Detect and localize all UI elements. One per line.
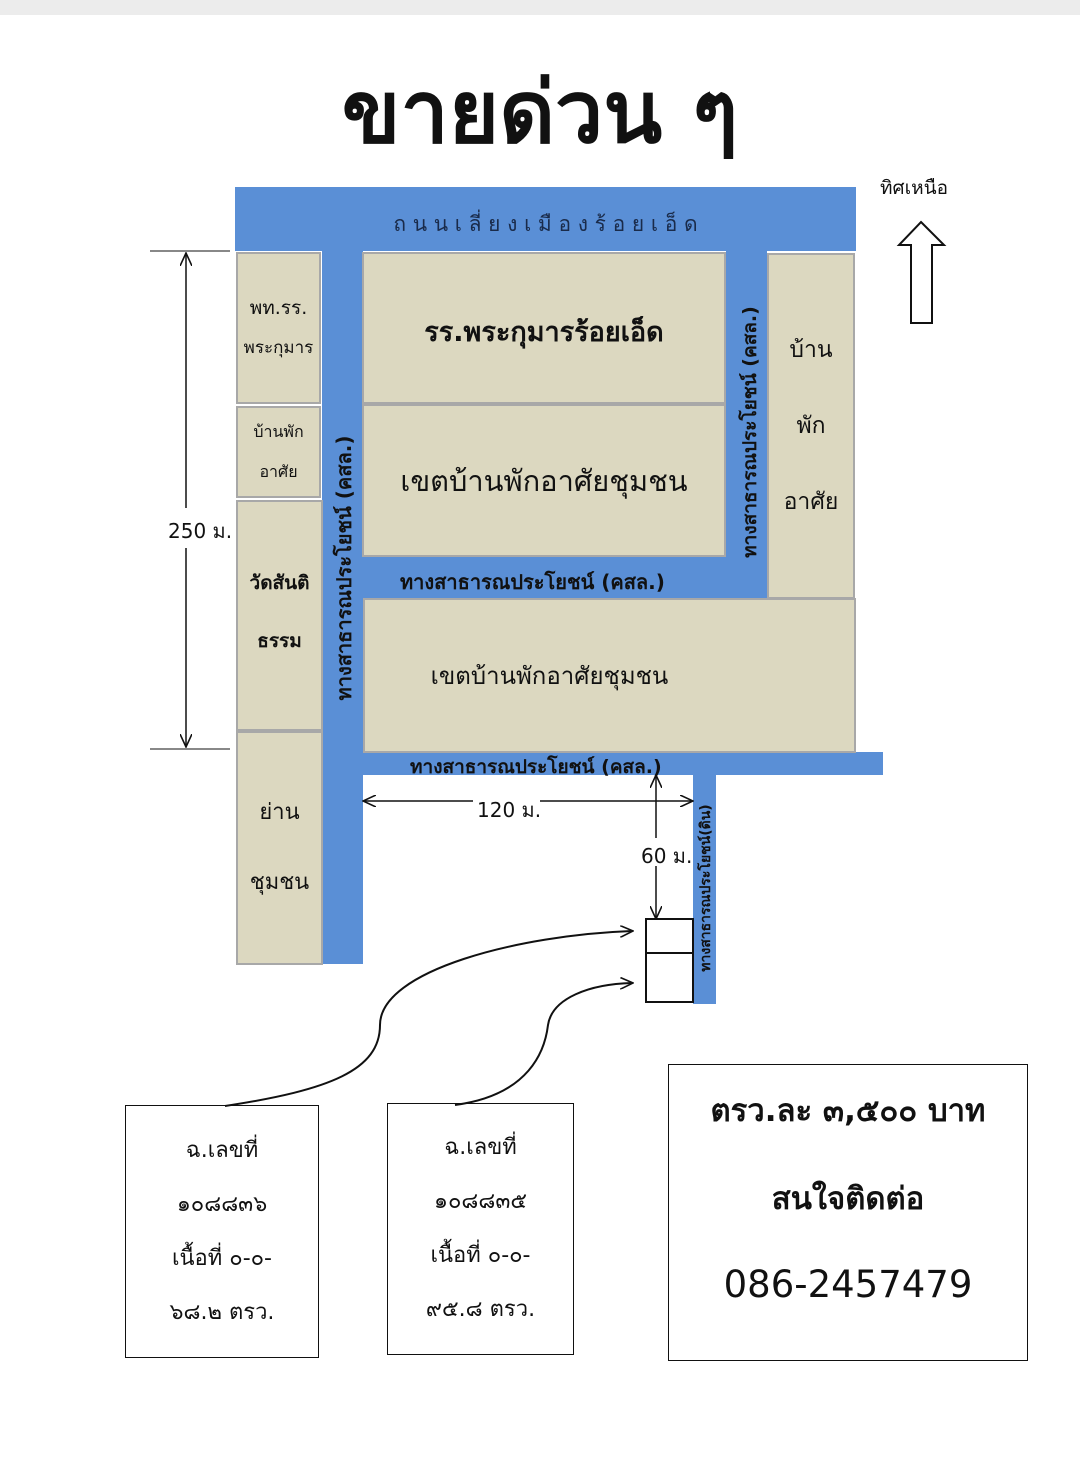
north-arrow-icon: [896, 220, 947, 324]
north-label: ทิศเหนือ: [880, 177, 949, 199]
east-road-label: ทางสาธารณประโยชน์ (คสล.): [739, 306, 761, 558]
plot-house-small: บ้านพัก อาศัย: [236, 406, 321, 498]
dimension-length: 250 ม.: [166, 515, 235, 547]
callout-curve-2: [454, 983, 632, 1106]
road-middle-horizontal: [363, 557, 767, 598]
dimension-depth: 60 ม.: [641, 844, 693, 868]
road-west-vertical: [322, 251, 363, 964]
road-south-horizontal: [363, 752, 883, 775]
plot-school-housing: พท.รร. พระกุมาร: [236, 252, 321, 404]
dirt-road: [693, 775, 716, 1004]
top-bar: [0, 0, 1080, 15]
south-road-label: ทางสาธารณประโยชน์ (คสล.): [410, 756, 662, 778]
deed-box-2: ฉ.เลขที่ ๑๐๘๘๓๕ เนื้อที่ ๐-๐- ๙๕.๘ ตรว.: [387, 1103, 574, 1355]
contact-heading: สนใจติดต่อ: [771, 1181, 925, 1217]
deed-box-1: ฉ.เลขที่ ๑๐๘๘๓๖ เนื้อที่ ๐-๐- ๖๘.๒ ตรว.: [125, 1105, 319, 1358]
plot-temple: วัดสันติ ธรรม: [236, 500, 323, 731]
plot-community-2: เขตบ้านพักอาศัยชุมชน: [363, 598, 856, 753]
plot-community-area: ย่าน ชุมชน: [236, 731, 323, 965]
plot-school: รร.พระกุมารร้อยเอ็ด: [362, 252, 726, 404]
main-road: [235, 187, 856, 251]
west-road-label: ทางสาธารณประโยชน์ (คสล.): [332, 435, 356, 701]
middle-road-label: ทางสาธารณประโยชน์ (คสล.): [400, 570, 665, 594]
price-text: ตรว.ละ ๓,๕๐๐ บาท: [710, 1093, 986, 1129]
dirt-road-label: ทางสาธารณประโยชน์(ดิน): [698, 804, 714, 972]
main-road-label: ถ น น เ ลี่ ย ง เ มื อ ง ร้ อ ย เ อ็ ด: [393, 212, 698, 236]
dimension-width: 120 ม.: [475, 794, 544, 826]
parcel-upper: [645, 918, 694, 954]
phone-number: 086-2457479: [723, 1263, 973, 1306]
contact-box: ตรว.ละ ๓,๕๐๐ บาท สนใจติดต่อ 086-2457479: [668, 1064, 1028, 1361]
page-title: ขายด่วน ๆ: [341, 63, 739, 163]
plot-community-1: เขตบ้านพักอาศัยชุมชน: [362, 404, 726, 557]
parcel-lower: [645, 952, 694, 1003]
road-east-vertical: [726, 251, 767, 598]
plot-house-right: บ้าน พัก อาศัย: [767, 253, 855, 599]
